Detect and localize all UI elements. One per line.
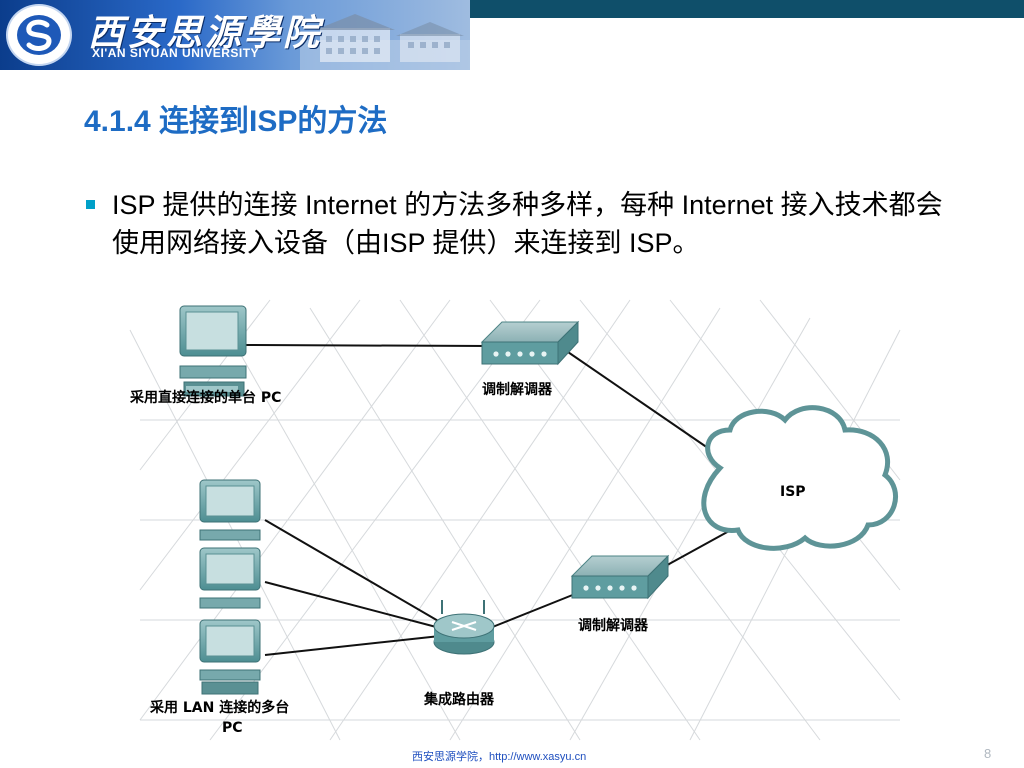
modem-top-label: 调制解调器 (482, 381, 553, 398)
computer-icon (199, 547, 261, 609)
lan-pcs-label-line2: PC (222, 720, 243, 736)
school-logo (6, 4, 72, 66)
computer-icon (199, 619, 261, 695)
footer-link[interactable]: 西安思源学院，http://www.xasyu.cn (412, 751, 587, 763)
page-number: 8 (984, 746, 992, 761)
bullet-square-icon (86, 200, 95, 209)
isp-label: ISP (780, 484, 806, 500)
computer-icon (179, 305, 247, 397)
school-name-cn: 西安思源學院 (88, 12, 323, 54)
school-name-en: XI'AN SIYUAN UNIVERSITY (92, 46, 260, 60)
single-pc-label: 采用直接连接的单台 PC (129, 389, 281, 406)
computer-icon (199, 479, 261, 541)
modem-icon (480, 320, 580, 366)
modem-icon (570, 554, 670, 600)
cloud-icon (701, 405, 898, 551)
header-accent-bar (470, 0, 1024, 18)
modem-bottom-label: 调制解调器 (578, 617, 649, 634)
bullet-text: ISP 提供的连接 Internet 的方法多种多样，每种 Internet 接… (112, 190, 943, 258)
header-bar: 西安思源學院 XI'AN SIYUAN UNIVERSITY (0, 0, 1024, 70)
slide-title: 4.1.4 连接到ISP的方法 (84, 105, 388, 138)
router-icon (433, 600, 495, 655)
lan-pcs-label-line1: 采用 LAN 连接的多台 (149, 699, 289, 716)
router-label: 集成路由器 (423, 691, 495, 708)
school-banner: 西安思源學院 XI'AN SIYUAN UNIVERSITY (0, 0, 470, 70)
campus-building-image (300, 14, 470, 70)
logo-emblem-icon (17, 15, 61, 55)
